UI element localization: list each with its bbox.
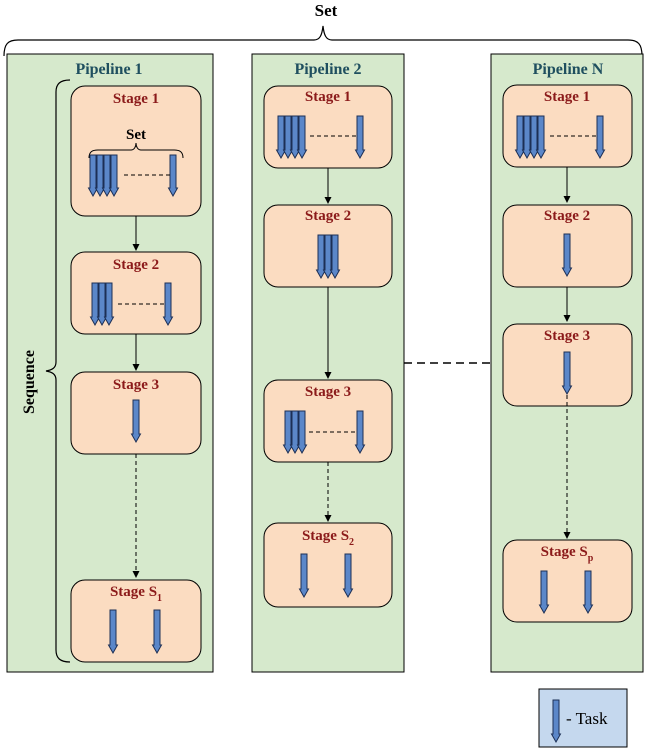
task-arrow-icon: [538, 570, 550, 615]
pipeline-1-stage-3: Stage 3: [70, 371, 202, 455]
stage-title: Stage 2: [113, 257, 159, 273]
legend-task-label: - Task: [566, 709, 608, 728]
task-arrow-icon: [582, 570, 594, 615]
task-arrow-icon: [151, 609, 163, 655]
task-arrow-icon: [342, 553, 354, 599]
task-arrow-icon: [87, 154, 99, 198]
task-arrow-icon: [289, 410, 301, 455]
top-set-brace: [3, 25, 643, 57]
task-arrow-icon: [298, 553, 310, 599]
task-arrow-icon: [275, 115, 287, 160]
stage-title: Stage S1: [110, 584, 162, 604]
inner-set-brace: [88, 142, 184, 159]
pipeline-1-stage-1: Stage 1 Set: [70, 85, 202, 217]
task-arrow-icon: [528, 115, 540, 160]
pipeline-n-stage-sp: Stage Sp: [502, 539, 633, 623]
pipeline-2-stage-3: Stage 3: [263, 379, 393, 463]
task-arrow-icon: [289, 115, 301, 160]
pipeline-n-stage-3: Stage 3: [502, 323, 633, 407]
inner-set-label: Set: [126, 127, 146, 143]
task-arrow-icon: [162, 282, 174, 327]
stage-title: Stage 2: [305, 208, 351, 224]
task-arrow-icon: [107, 609, 119, 655]
stage-title: Stage 1: [544, 89, 590, 105]
task-arrow-icon: [561, 351, 573, 396]
task-arrow-icon: [322, 234, 334, 280]
stage-title: Stage 1: [113, 91, 159, 107]
task-arrow-icon: [561, 233, 573, 278]
task-arrow-icon: [282, 115, 294, 160]
task-arrow-icon: [94, 154, 106, 198]
legend: - Task: [538, 688, 628, 748]
sequence-label: Sequence: [21, 350, 38, 414]
task-arrow-icon: [354, 410, 366, 455]
task-arrow-icon: [354, 115, 366, 160]
task-arrow-icon: [535, 115, 547, 160]
pipeline-2-stage-1: Stage 1: [263, 85, 393, 169]
task-arrow-icon: [130, 399, 142, 444]
task-arrow-icon: [282, 410, 294, 455]
legend-task-icon: [550, 699, 562, 744]
stage-title: Stage 3: [113, 377, 159, 393]
stage-title: Stage 3: [544, 328, 590, 344]
task-arrow-icon: [96, 282, 108, 327]
task-arrow-icon: [167, 154, 179, 198]
pipeline-1-title: Pipeline 1: [75, 61, 142, 78]
task-arrow-icon: [101, 154, 113, 198]
task-arrow-icon: [594, 115, 606, 160]
pipeline-2-stage-2: Stage 2: [263, 204, 393, 288]
stage-title: Stage 1: [305, 89, 351, 105]
task-arrow-icon: [521, 115, 533, 160]
stage-title: Stage 2: [544, 208, 590, 224]
task-arrow-icon: [550, 699, 562, 744]
task-arrow-icon: [329, 234, 341, 280]
pipeline-2-stage-s2: Stage S2: [263, 522, 393, 608]
pipeline-n-title: Pipeline N: [533, 61, 604, 78]
task-arrow-icon: [89, 282, 101, 327]
pipeline-n-stage-2: Stage 2: [502, 204, 633, 288]
task-arrow-icon: [514, 115, 526, 160]
stage-title: Stage 3: [305, 384, 351, 400]
pipeline-2-title: Pipeline 2: [294, 61, 361, 78]
pipeline-1-stage-s1: Stage S1: [70, 579, 202, 663]
task-arrow-icon: [296, 410, 308, 455]
pipeline-n-stage-1: Stage 1: [502, 84, 633, 168]
task-arrow-icon: [296, 115, 308, 160]
task-arrow-icon: [103, 282, 115, 327]
sequence-brace: [45, 79, 71, 663]
pipeline-1-stage-2: Stage 2: [70, 251, 202, 335]
top-set-label: Set: [315, 1, 338, 20]
stage-title: Stage Sp: [541, 544, 594, 564]
task-arrow-icon: [108, 154, 120, 198]
task-arrow-icon: [315, 234, 327, 280]
stage-title: Stage S2: [302, 528, 354, 548]
